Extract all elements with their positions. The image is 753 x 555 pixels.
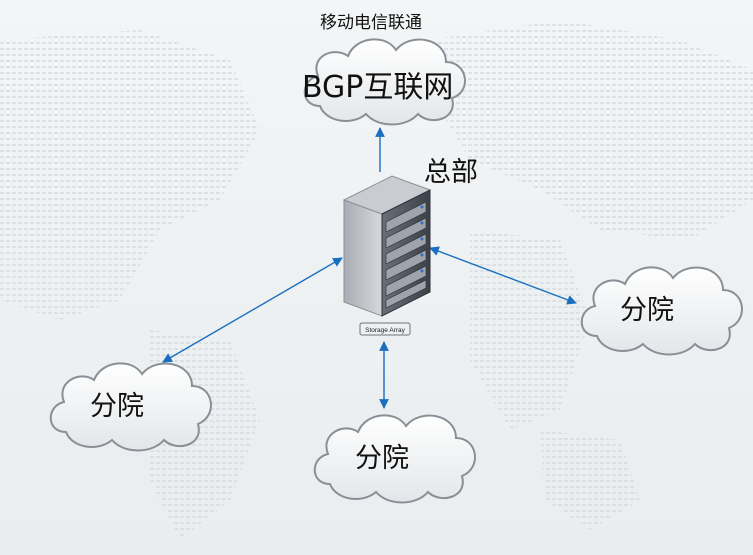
carrier-label: 移动电信联通: [320, 13, 422, 33]
branch-cloud-right: [580, 266, 743, 356]
internet-cloud-label: BGP互联网: [302, 70, 454, 105]
storage-array-label: Storage Array: [365, 327, 405, 334]
links: [162, 127, 577, 409]
branch-label-bottom: 分院: [355, 443, 409, 474]
branch-label-right: 分院: [620, 295, 674, 326]
branch-label-left: 分院: [90, 391, 144, 422]
internet-cloud: [303, 38, 466, 126]
link-hq-branch-right: [429, 246, 577, 305]
storage-array-tag: Storage Array: [359, 322, 411, 336]
link-hq-branch-left: [162, 257, 343, 363]
branch-cloud-left: [49, 362, 212, 452]
hq-label: 总部: [424, 157, 478, 188]
server-rack-icon: [342, 175, 432, 317]
branch-cloud-bottom: [313, 414, 476, 504]
